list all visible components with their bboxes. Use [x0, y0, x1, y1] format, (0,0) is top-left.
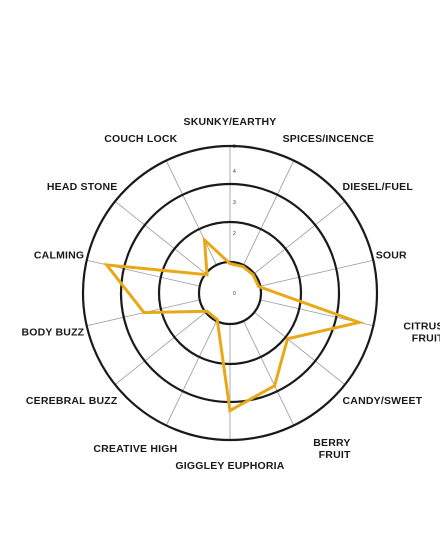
category-label: SPICES/INCENCE	[283, 133, 375, 145]
category-label: SKUNKY/EARTHY	[183, 116, 276, 128]
spoke-line	[243, 320, 295, 426]
category-label-line: DIESEL/FUEL	[343, 181, 414, 193]
tick-label: 2	[233, 231, 236, 237]
data-point	[251, 273, 255, 277]
grid-ring-4	[81, 144, 379, 442]
category-label-line: CALMING	[34, 250, 84, 262]
category-label: DIESEL/FUEL	[343, 181, 414, 193]
tick-label: 3	[233, 200, 236, 206]
category-label-line: COUCH LOCK	[104, 133, 177, 145]
category-label: CITRUSFRUIT	[403, 320, 440, 344]
data-point	[357, 320, 361, 324]
data-point	[228, 262, 232, 266]
data-point	[205, 273, 209, 277]
category-label-line: SPICES/INCENCE	[283, 133, 375, 145]
spoke-line	[260, 259, 374, 287]
category-label-line: CITRUS	[403, 320, 440, 332]
spoke-line	[165, 320, 217, 426]
data-point	[286, 337, 289, 341]
category-label: CALMING	[34, 250, 84, 262]
category-label: HEAD STONE	[47, 181, 118, 193]
category-label: CREATIVE HIGH	[93, 443, 177, 455]
data-point	[273, 384, 277, 388]
category-label-line: BODY BUZZ	[21, 326, 84, 338]
category-label: CANDY/SWEET	[343, 395, 423, 407]
category-label-line: SOUR	[376, 250, 407, 262]
category-label-line: SKUNKY/EARTHY	[183, 116, 276, 128]
category-label: BODY BUZZ	[21, 326, 84, 338]
data-point	[203, 238, 206, 242]
series-line	[103, 236, 365, 413]
tick-label: 5	[233, 144, 236, 150]
tick-label: 4	[233, 169, 236, 175]
spoke-line	[165, 160, 217, 266]
data-point	[241, 265, 245, 268]
category-label: GIGGLEY EUPHORIA	[175, 460, 284, 472]
grid-ring-2	[157, 220, 303, 366]
grid-ring-1	[197, 260, 263, 326]
data-point	[205, 309, 209, 313]
category-label-line: CEREBRAL BUZZ	[26, 395, 118, 407]
spoke-line	[253, 201, 346, 274]
category-label-line: FRUIT	[412, 332, 440, 344]
data-point	[215, 318, 219, 321]
category-label-line: CREATIVE HIGH	[93, 443, 177, 455]
data-point	[257, 285, 261, 288]
data-point	[142, 311, 146, 315]
category-label-line: GIGGLEY EUPHORIA	[175, 460, 284, 472]
data-point	[105, 263, 109, 267]
spoke-line	[253, 312, 346, 385]
category-label-line: FRUIT	[319, 449, 351, 461]
category-label-line: HEAD STONE	[47, 181, 118, 193]
tick-label: 0	[233, 291, 236, 297]
category-label: CEREBRAL BUZZ	[26, 395, 118, 407]
category-label: COUCH LOCK	[104, 133, 177, 145]
category-label-line: CANDY/SWEET	[343, 395, 423, 407]
spoke-line	[114, 312, 207, 385]
spoke-line	[114, 201, 207, 274]
data-point	[228, 409, 232, 413]
category-label: SOUR	[376, 250, 407, 262]
spoke-line	[243, 160, 295, 266]
category-label-line: BERRY	[313, 437, 350, 449]
